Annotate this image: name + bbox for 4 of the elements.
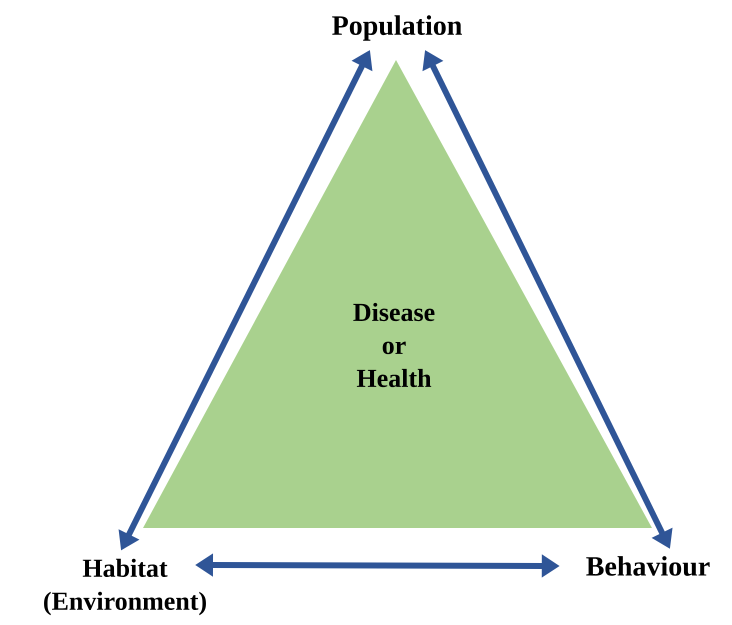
node-label: Habitat (Environment) (44, 558, 206, 616)
node-label: Population (332, 15, 462, 41)
triangle: Disease or Health (143, 60, 652, 528)
node-label: Behaviour (586, 556, 710, 576)
